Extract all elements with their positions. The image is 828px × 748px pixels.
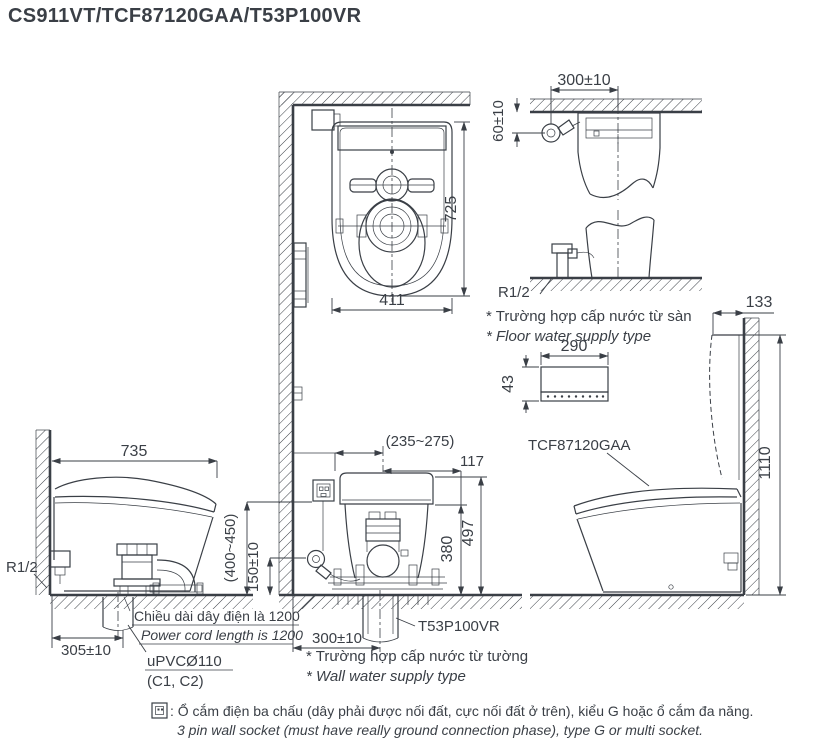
wall-supply-caption-vi: * Trường hợp cấp nước từ tường: [306, 648, 528, 665]
dim-label-725: 725: [443, 196, 460, 223]
side-view-left: 735: [6, 429, 303, 690]
dim-remote-43: 43: [500, 355, 539, 413]
socket-symbol-icon: [151, 702, 168, 719]
washlet-model-label: TCF87120GAA: [528, 437, 631, 454]
drain-pipe-label: uPVCØ110 (C1, C2): [127, 624, 233, 690]
remote-control-front: [540, 366, 609, 402]
power-socket-icon: [312, 479, 335, 502]
footnote-vi: : Ổ cắm điện ba chấu (dây phải được nối …: [170, 702, 753, 719]
dim-rough-in-305: 305±10: [51, 595, 124, 659]
dim-label-1110: 1110: [757, 446, 774, 479]
toilet-side-left: [53, 476, 217, 592]
power-cord-label-vi: Chiều dài dây điện là 1200: [134, 608, 300, 624]
power-cord-note: Chiều dài dây điện là 1200 Power cord le…: [123, 596, 303, 645]
dim-label-300-10: 300±10: [557, 72, 610, 89]
rear-view: T53P100VR (235~275) 117 380 497: [222, 433, 528, 685]
dim-offset-300: 300±10: [550, 72, 619, 124]
thread-label-floor: R1/2: [498, 284, 530, 301]
rear-flush-mechanism: [365, 511, 409, 578]
dim-label-150-10: 150±10: [245, 542, 262, 592]
floor-supply-caption-en: * Floor water supply type: [486, 328, 651, 345]
wall-valve-box: [49, 550, 71, 584]
dim-label-735: 735: [121, 443, 148, 460]
wall-supply-caption-en: * Wall water supply type: [306, 668, 466, 685]
page-title: CS911VT/TCF87120GAA/T53P100VR: [8, 5, 362, 27]
dim-380: 380: [435, 504, 467, 596]
plan-view: 725 411: [293, 108, 470, 314]
tank-partial-plan: [577, 104, 661, 200]
buried-drain-pipe-rear: [362, 590, 399, 652]
dim-label-497: 497: [460, 520, 477, 547]
dim-wall-clearance-133: 133: [712, 294, 774, 334]
pump-assembly: [113, 543, 204, 595]
dim-117: 117: [382, 453, 484, 505]
dim-label-380: 380: [439, 536, 456, 563]
dim-497: 497: [435, 476, 487, 596]
dim-rough-in-300: 300±10: [292, 595, 381, 652]
dim-center-range: (235~275): [293, 433, 454, 472]
drain-model-label: T53P100VR: [418, 618, 500, 635]
dim-label-60-10: 60±10: [490, 100, 507, 142]
dim-socket-height: (400~450): [222, 501, 312, 596]
plan-remote-control: [293, 242, 309, 308]
dim-label-290: 290: [561, 338, 588, 355]
dim-label-300-10-rear: 300±10: [312, 630, 362, 647]
floor-supply-view: 300±10 60±10: [486, 72, 702, 345]
tank-rear: [339, 472, 434, 579]
plan-toilet-outline: [331, 121, 453, 297]
floor-supply-valve: [551, 243, 595, 279]
toilet-riser-right: [709, 334, 744, 480]
dim-depth-735: 735: [51, 443, 218, 478]
power-cord-label-en: Power cord length is 1200: [141, 627, 303, 643]
mounting-flange: [328, 564, 447, 605]
water-supply-valve-plan: [541, 119, 581, 143]
toilet-side-right: [573, 487, 742, 593]
footnote: : Ổ cắm điện ba chấu (dây phải được nối …: [151, 702, 753, 738]
dim-label-411: 411: [379, 292, 405, 309]
left-wall: [278, 91, 471, 595]
dim-label-43: 43: [500, 375, 517, 393]
dim-width-411: 411: [331, 292, 453, 314]
plan-supply-box: [311, 109, 335, 131]
dim-label-400-450: (400~450): [222, 514, 239, 583]
dim-label-305-10: 305±10: [61, 642, 111, 659]
dim-valve-height: 150±10: [245, 542, 306, 596]
dim-total-height-1110: 1110: [714, 334, 786, 596]
dim-depth-725: 725: [400, 121, 470, 297]
dim-label-133: 133: [746, 294, 773, 311]
floor-supply-caption-vi: * Trường hợp cấp nước từ sàn: [486, 308, 692, 325]
toilet-partial-front: [585, 210, 655, 279]
dim-height-60: 60±10: [490, 98, 545, 147]
dim-label-235-275: (235~275): [386, 433, 455, 450]
side-view-right: 133 1110 290: [500, 294, 786, 609]
thread-label-left: R1/2: [6, 559, 38, 576]
dim-remote-290: 290: [540, 338, 609, 365]
drain-pipe-note-text: (C1, C2): [147, 673, 204, 690]
wall-supply-valve: [306, 549, 361, 582]
footnote-en: 3 pin wall socket (must have really grou…: [177, 722, 703, 738]
dim-label-117: 117: [460, 453, 484, 470]
drain-pipe-label-text: uPVCØ110: [147, 653, 222, 670]
